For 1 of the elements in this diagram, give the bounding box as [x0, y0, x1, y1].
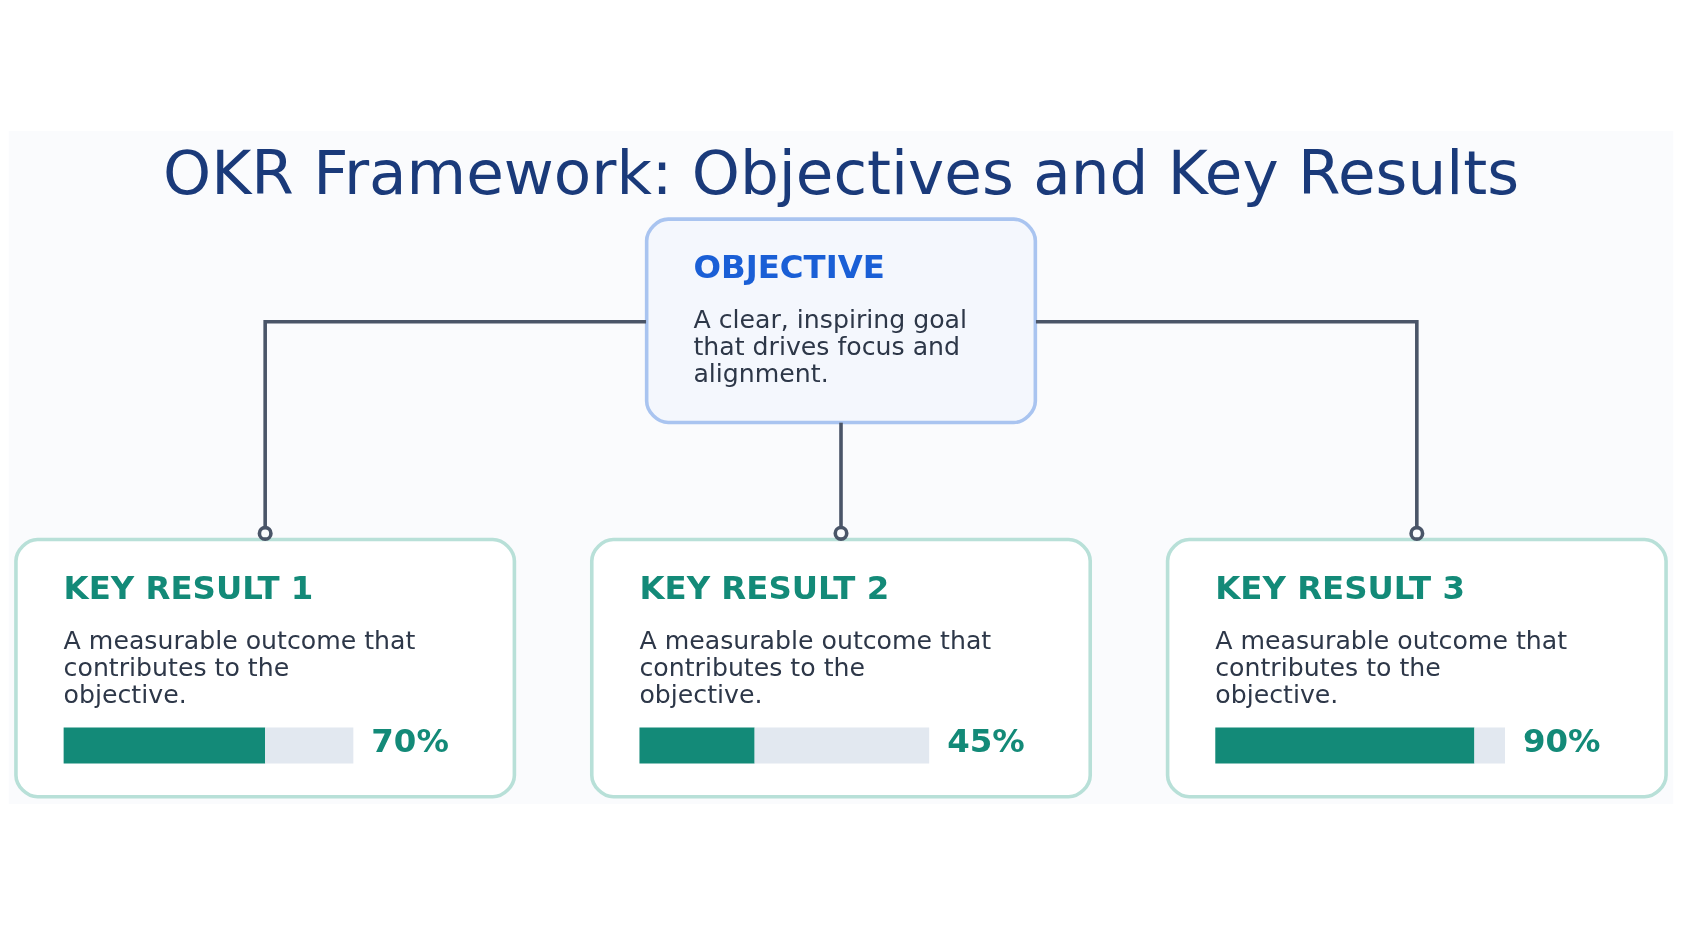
- diagram-title: OKR Framework: Objectives and Key Results: [162, 137, 1520, 209]
